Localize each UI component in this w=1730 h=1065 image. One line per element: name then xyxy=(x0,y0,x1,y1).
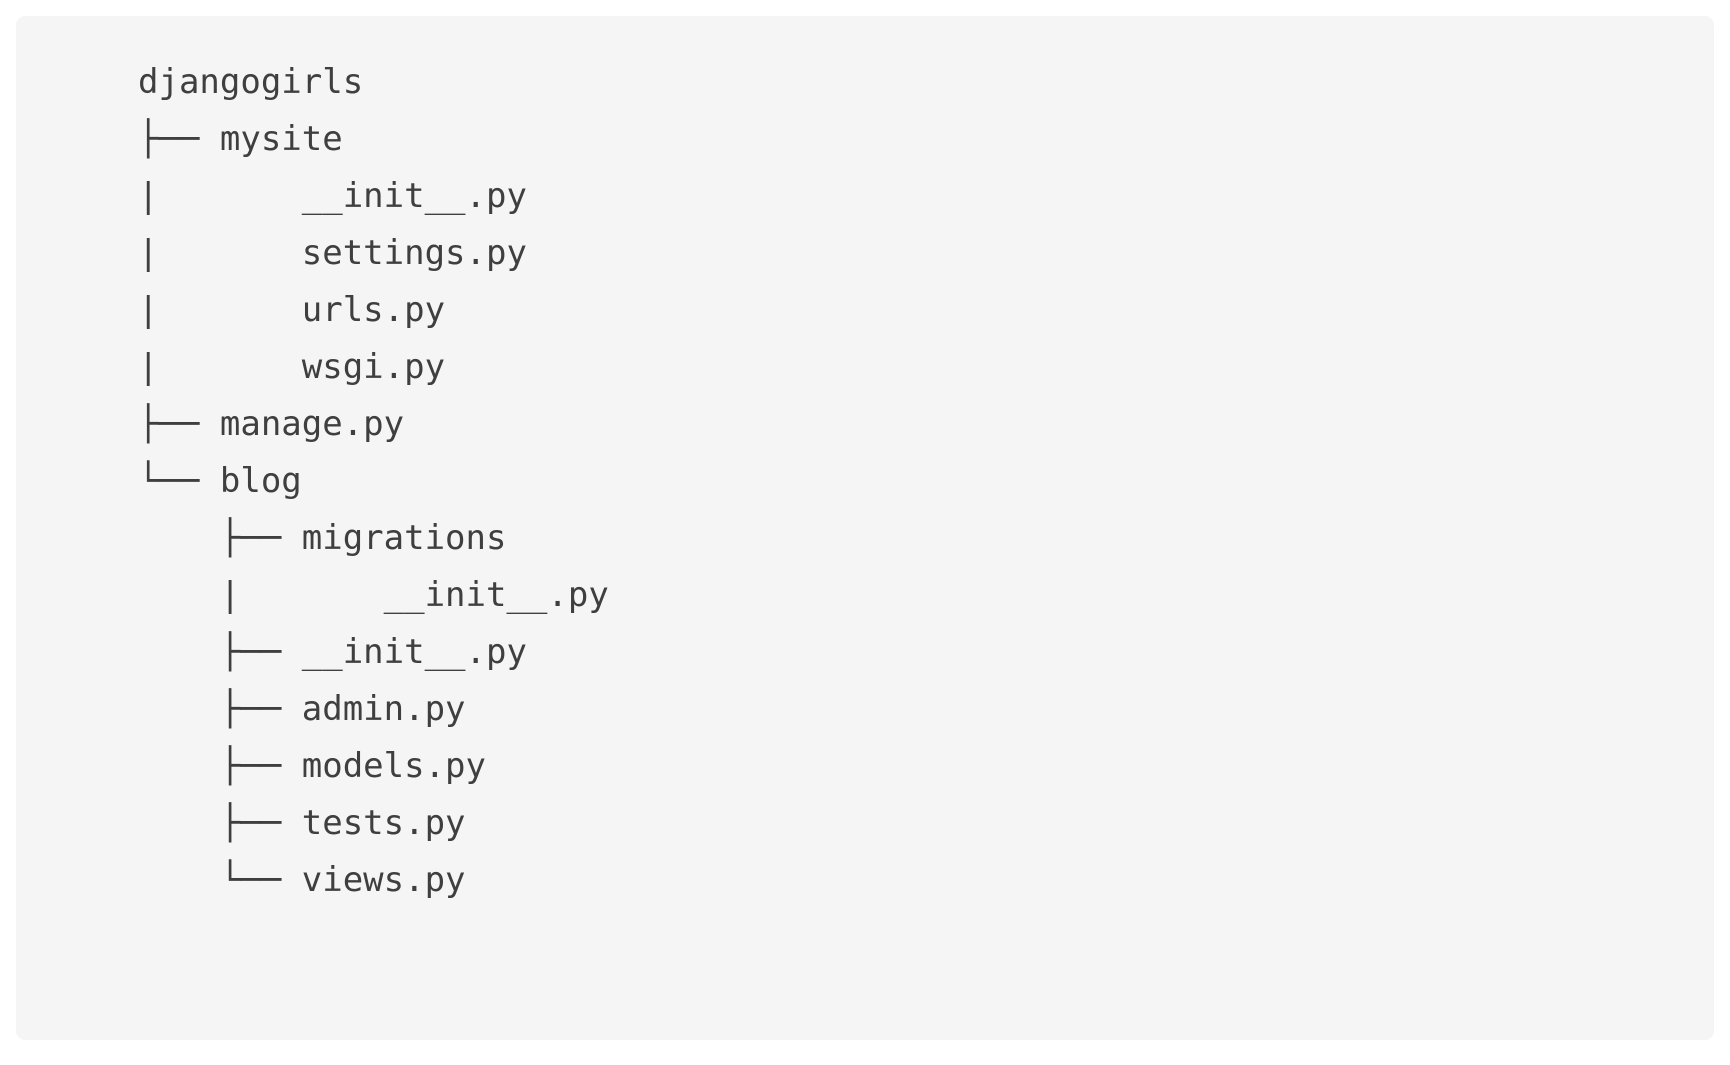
tree-branch-icon: | xyxy=(138,575,384,615)
tree-label-blog-admin: admin.py xyxy=(301,689,466,729)
tree-line-blog-admin: ├── admin.py xyxy=(138,681,609,738)
tree-branch-icon: ├── xyxy=(138,119,220,159)
tree-label-mysite-init: __init__.py xyxy=(301,176,527,216)
tree-branch-icon: | xyxy=(138,347,302,387)
tree-label-blog-migrations: migrations xyxy=(301,518,507,558)
directory-tree-listing: djangogirls├── mysite| __init__.py| sett… xyxy=(138,54,609,909)
tree-label-blog-views: views.py xyxy=(301,860,466,900)
tree-branch-icon: ├── xyxy=(138,803,302,843)
tree-branch-icon: | xyxy=(138,176,302,216)
directory-tree-panel: djangogirls├── mysite| __init__.py| sett… xyxy=(16,16,1714,1040)
tree-branch-icon: └── xyxy=(138,461,220,501)
tree-line-blog-migrations: ├── migrations xyxy=(138,510,609,567)
tree-label-mysite-urls: urls.py xyxy=(301,290,446,330)
tree-line-manage: ├── manage.py xyxy=(138,396,609,453)
tree-branch-icon: ├── xyxy=(138,689,302,729)
tree-label-blog-migrations-init: __init__.py xyxy=(383,575,609,615)
tree-line-blog-migrations-init: | __init__.py xyxy=(138,567,609,624)
tree-label-mysite: mysite xyxy=(219,119,343,159)
tree-label-root: djangogirls xyxy=(138,62,364,102)
tree-line-blog-views: └── views.py xyxy=(138,852,609,909)
tree-line-mysite-urls: | urls.py xyxy=(138,282,609,339)
tree-branch-icon: ├── xyxy=(138,518,302,558)
tree-line-root: djangogirls xyxy=(138,54,609,111)
tree-label-manage: manage.py xyxy=(219,404,405,444)
tree-line-mysite-settings: | settings.py xyxy=(138,225,609,282)
tree-line-blog-models: ├── models.py xyxy=(138,738,609,795)
tree-line-blog-tests: ├── tests.py xyxy=(138,795,609,852)
tree-label-mysite-wsgi: wsgi.py xyxy=(301,347,446,387)
tree-line-blog: └── blog xyxy=(138,453,609,510)
tree-label-blog-models: models.py xyxy=(301,746,486,786)
tree-branch-icon: ├── xyxy=(138,746,302,786)
tree-branch-icon: | xyxy=(138,290,302,330)
tree-line-mysite-init: | __init__.py xyxy=(138,168,609,225)
tree-label-blog: blog xyxy=(219,461,302,501)
tree-branch-icon: ├── xyxy=(138,404,220,444)
tree-line-mysite: ├── mysite xyxy=(138,111,609,168)
tree-label-mysite-settings: settings.py xyxy=(301,233,527,273)
tree-label-blog-tests: tests.py xyxy=(301,803,466,843)
tree-label-blog-init: __init__.py xyxy=(301,632,527,672)
tree-branch-icon: └── xyxy=(138,860,302,900)
tree-line-blog-init: ├── __init__.py xyxy=(138,624,609,681)
tree-line-mysite-wsgi: | wsgi.py xyxy=(138,339,609,396)
tree-branch-icon: ├── xyxy=(138,632,302,672)
tree-branch-icon: | xyxy=(138,233,302,273)
